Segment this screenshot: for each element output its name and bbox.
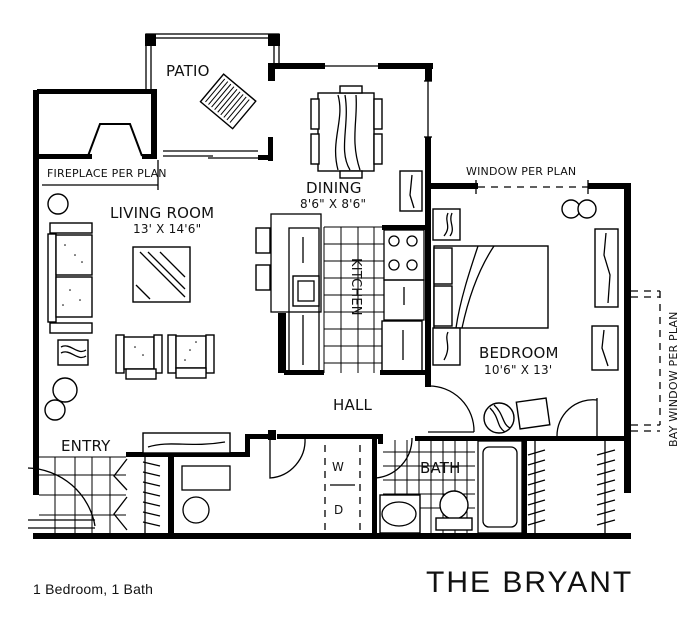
entry-floor-tiles [39, 456, 126, 533]
interior-walls [126, 430, 631, 539]
laundry-room [181, 445, 361, 530]
patio-label: PATIO [166, 62, 210, 80]
living-room-label: LIVING ROOM [110, 204, 215, 222]
dining-label: DINING [306, 179, 362, 197]
dining-table [310, 85, 383, 179]
plan-summary: 1 Bedroom, 1 Bath [33, 581, 154, 597]
kitchen-label: KITCHEN [348, 258, 363, 316]
patio-chair [199, 73, 257, 130]
bay-window-outline [631, 290, 661, 432]
doors [27, 385, 598, 529]
kitchen-floor-tiles [323, 226, 384, 373]
bath-fixtures [379, 440, 523, 534]
hall-bench [142, 432, 231, 454]
bedroom-closet [527, 441, 616, 533]
dining-side-table [399, 170, 423, 212]
kitchen-appliances [380, 225, 427, 375]
kitchen-counter-bar [255, 213, 324, 375]
entry-label: ENTRY [61, 437, 111, 455]
bath-label: BATH [420, 459, 461, 477]
upholstery-texture [62, 244, 197, 361]
living-room-furniture [44, 193, 215, 421]
bay-window-note: BAY WINDOW PER PLAN [667, 311, 680, 447]
entry-closet [113, 457, 161, 533]
window-note: WINDOW PER PLAN [466, 165, 577, 178]
fireplace [42, 123, 159, 190]
living-room-dimensions: 13' X 14'6" [133, 222, 202, 236]
hall-label: HALL [333, 396, 373, 414]
bedroom-dimensions: 10'6" X 13' [484, 363, 553, 377]
bedroom-furniture [432, 199, 619, 434]
dryer-label: D [334, 503, 344, 517]
bedroom-label: BEDROOM [479, 344, 559, 362]
washer-label: W [332, 460, 345, 474]
exterior-walls [33, 33, 631, 539]
plan-title: THE BRYANT [426, 566, 634, 599]
dining-dimensions: 8'6" X 8'6" [300, 197, 367, 211]
fireplace-note: FIREPLACE PER PLAN [47, 167, 167, 180]
